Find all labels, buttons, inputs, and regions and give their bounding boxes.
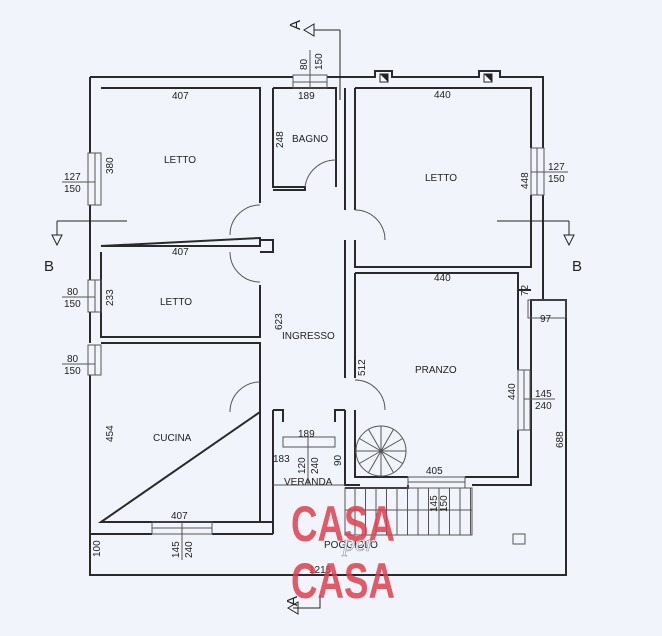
spiral-staircase: [355, 425, 407, 477]
svg-text:150: 150: [548, 174, 565, 185]
chimney-icon: [379, 73, 493, 83]
svg-text:183: 183: [273, 454, 290, 465]
stair-tread: [380, 429, 394, 452]
svg-text:512: 512: [357, 359, 368, 376]
svg-text:97: 97: [540, 314, 552, 325]
svg-text:454: 454: [105, 425, 116, 442]
svg-text:145: 145: [429, 495, 440, 512]
svg-text:240: 240: [184, 541, 195, 558]
svg-text:100: 100: [92, 540, 103, 557]
room-poggiolo: POGGIOLO: [324, 540, 378, 551]
svg-text:72: 72: [520, 284, 531, 296]
svg-text:688: 688: [555, 431, 566, 448]
section-b-left: B: [44, 258, 54, 275]
svg-text:407: 407: [171, 511, 188, 522]
svg-text:127: 127: [548, 162, 565, 173]
stair-tread: [368, 429, 382, 452]
svg-text:80: 80: [67, 354, 79, 365]
svg-text:150: 150: [314, 53, 325, 70]
door-swings: [229, 159, 386, 413]
svg-text:CASA: CASA: [291, 496, 395, 552]
svg-text:per: per: [341, 531, 376, 557]
watermark-logo: CASA per CASA: [291, 496, 395, 609]
section-lines: [51, 23, 575, 615]
svg-text:150: 150: [64, 184, 81, 195]
svg-text:80: 80: [299, 58, 310, 70]
room-ingresso: INGRESSO: [282, 331, 335, 342]
stair-tread: [380, 450, 403, 464]
svg-text:80: 80: [67, 287, 79, 298]
svg-text:150: 150: [439, 495, 450, 512]
svg-text:440: 440: [434, 90, 451, 101]
walls: [89, 70, 567, 576]
stair-tread: [359, 438, 382, 452]
svg-text:233: 233: [105, 289, 116, 306]
stair-tread: [380, 450, 394, 473]
svg-text:150: 150: [64, 366, 81, 377]
room-pranzo: PRANZO: [415, 365, 457, 376]
svg-text:1215: 1215: [309, 565, 332, 576]
svg-text:CASA: CASA: [291, 553, 395, 609]
svg-text:240: 240: [310, 457, 321, 474]
svg-text:189: 189: [298, 91, 315, 102]
section-a-top: A: [287, 20, 304, 30]
section-a-bottom: A: [284, 596, 301, 606]
svg-text:127: 127: [64, 172, 81, 183]
stair-tread: [380, 438, 403, 452]
room-bagno: BAGNO: [292, 134, 328, 145]
svg-text:448: 448: [520, 172, 531, 189]
dimension-labels: 407 380 127 150 189 248 80 150 407 233 8…: [62, 50, 568, 576]
svg-text:120: 120: [297, 457, 308, 474]
svg-text:189: 189: [298, 429, 315, 440]
windows: [87, 74, 567, 545]
svg-text:407: 407: [172, 91, 189, 102]
svg-text:440: 440: [507, 383, 518, 400]
svg-text:440: 440: [434, 273, 451, 284]
chimney-flue: [512, 533, 526, 545]
svg-text:405: 405: [426, 466, 443, 477]
room-letto-2: LETTO: [160, 297, 192, 308]
section-b-right: B: [572, 258, 582, 275]
svg-text:145: 145: [171, 541, 182, 558]
stairs: [344, 487, 473, 536]
svg-text:240: 240: [535, 401, 552, 412]
stair-tread: [368, 450, 382, 473]
stair-tread: [359, 450, 382, 464]
room-letto-3: LETTO: [425, 173, 457, 184]
svg-text:150: 150: [64, 299, 81, 310]
room-cucina: CUCINA: [153, 433, 192, 444]
room-letto-1: LETTO: [164, 155, 196, 166]
svg-text:623: 623: [274, 313, 285, 330]
svg-text:380: 380: [105, 157, 116, 174]
svg-text:407: 407: [172, 247, 189, 258]
svg-text:145: 145: [535, 389, 552, 400]
svg-text:90: 90: [333, 454, 344, 466]
svg-text:248: 248: [275, 131, 286, 148]
